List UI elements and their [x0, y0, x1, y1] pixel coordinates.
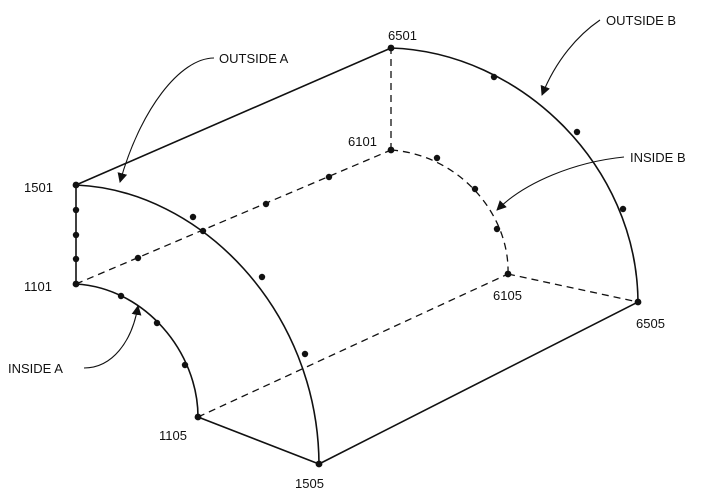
label-6105: 6105 [493, 288, 522, 303]
node-1101 [72, 280, 80, 288]
edge-1105-6105 [197, 273, 509, 418]
node [493, 225, 501, 233]
node-6505 [634, 298, 642, 306]
edge-1505-6505 [318, 301, 639, 465]
node [301, 350, 309, 358]
node [181, 361, 189, 369]
node-6105 [504, 270, 512, 278]
arc-outside-b [390, 47, 639, 303]
node [433, 154, 441, 162]
node [325, 173, 333, 181]
edge-1101-6101 [75, 149, 392, 285]
edge-1501-6501 [75, 47, 392, 186]
label-inside-a: INSIDE A [8, 361, 63, 376]
label-1105: 1105 [159, 428, 187, 443]
leader-outside-a [117, 57, 215, 183]
node [490, 73, 498, 81]
label-outside-a: OUTSIDE A [219, 51, 289, 66]
node-6101 [387, 146, 395, 154]
node [471, 185, 479, 193]
arc-outside-a [75, 184, 320, 465]
node-1501 [72, 181, 80, 189]
label-1501: 1501 [24, 180, 53, 195]
node-group [72, 44, 642, 468]
label-outside-b: OUTSIDE B [606, 13, 676, 28]
node [72, 231, 80, 239]
leader-outside-b [540, 19, 601, 96]
leader-inside-b [496, 156, 625, 211]
arc-inside-a [75, 283, 199, 418]
edge-1105-1505 [197, 416, 320, 465]
label-6101: 6101 [348, 134, 377, 149]
node [72, 206, 80, 214]
node [258, 273, 266, 281]
node [262, 200, 270, 208]
label-1505: 1505 [295, 476, 324, 491]
edge-6105-6505 [507, 273, 639, 303]
node [134, 254, 142, 262]
node [619, 205, 627, 213]
label-inside-b: INSIDE B [630, 150, 686, 165]
node [153, 319, 161, 327]
label-1101: 1101 [24, 279, 52, 294]
node [117, 292, 125, 300]
node [72, 255, 80, 263]
node [189, 213, 197, 221]
label-6501: 6501 [388, 28, 417, 43]
node-1505 [315, 460, 323, 468]
node [573, 128, 581, 136]
node-1105 [194, 413, 202, 421]
node-6501 [387, 44, 395, 52]
label-6505: 6505 [636, 316, 665, 331]
leader-inside-a [83, 305, 142, 369]
node [199, 227, 207, 235]
arc-inside-b [390, 149, 509, 275]
